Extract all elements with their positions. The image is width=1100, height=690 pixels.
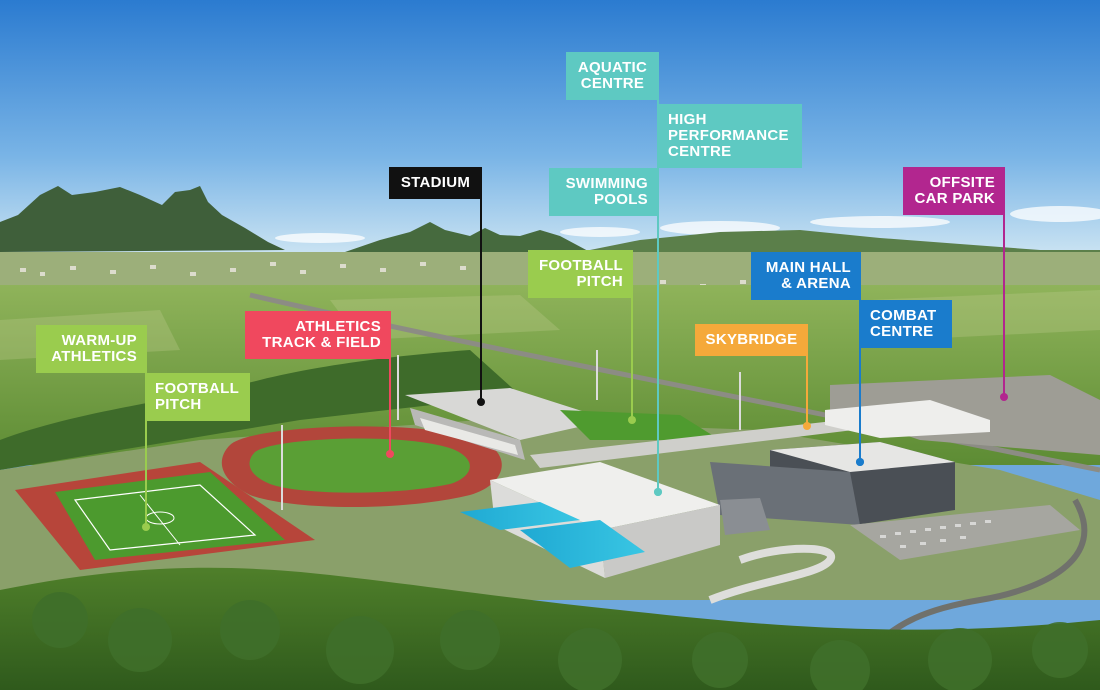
warm-up-track (15, 462, 315, 570)
ramp-walkway (708, 544, 836, 604)
foreground-tree-canopy (32, 592, 1088, 690)
leader-dot-offsite-car-park (1000, 393, 1008, 401)
combat-centre-building (825, 400, 990, 438)
on-site-car-park (850, 505, 1080, 560)
aquatic-centre-building (460, 462, 720, 578)
mountain-range-middle (345, 222, 590, 252)
leader-dot-football-pitch-main (628, 416, 636, 424)
main-hall-arena-building (710, 442, 955, 525)
leader-dot-swimming-pools (654, 488, 662, 496)
mountain-range-left (0, 186, 285, 252)
athletics-track (221, 426, 502, 508)
leader-dot-combat-centre (856, 458, 864, 466)
leader-dot-football-pitch-warmup (142, 523, 150, 531)
leader-dot-athletics-track-field (386, 450, 394, 458)
floodlight-poles (281, 350, 741, 510)
access-road (878, 498, 1088, 643)
main-football-pitch (560, 410, 720, 440)
parked-cars (880, 520, 991, 548)
high-performance-centre-building (720, 498, 770, 535)
leader-dot-skybridge (803, 422, 811, 430)
leader-dot-stadium (477, 398, 485, 406)
skybridge-structure (530, 418, 870, 468)
stadium-grandstand (405, 388, 610, 460)
